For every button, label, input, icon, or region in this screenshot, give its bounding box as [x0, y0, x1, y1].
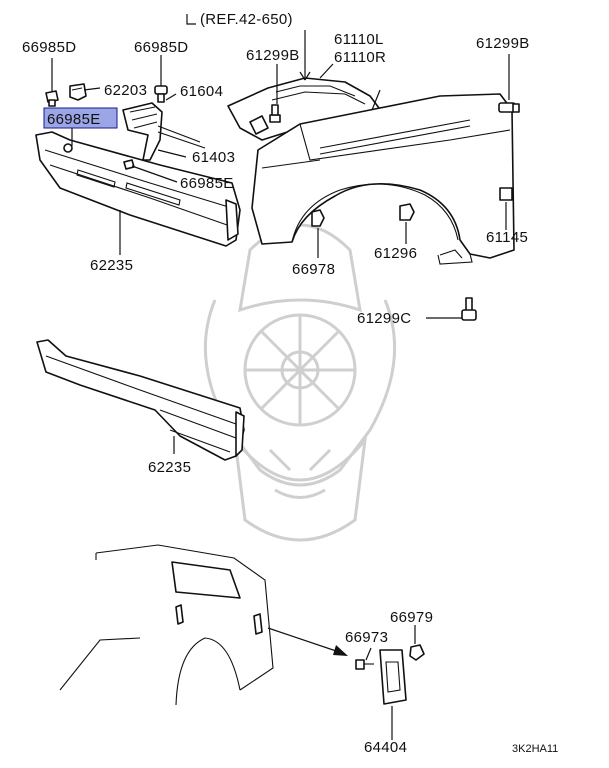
screw-66973 — [355, 659, 374, 670]
ref-label: (REF.42-650) — [200, 11, 293, 28]
arrow-to-64404 — [267, 627, 348, 656]
leader-lines — [51, 54, 510, 740]
label-66985E-highlighted: 66985E — [47, 111, 101, 128]
label-66985D: 66985D — [22, 39, 76, 56]
bolt-61299B-a — [269, 104, 281, 123]
clip-61145 — [499, 187, 513, 201]
highlight-66985E — [43, 107, 118, 129]
drawing-code: 3K2HA11 — [512, 743, 558, 755]
label-61299B-2: 61299B — [476, 35, 530, 52]
label-61110R: 61110R — [334, 49, 386, 66]
bolt-61299C — [461, 297, 477, 321]
watermark-emblem — [203, 223, 397, 542]
label-64404: 64404 — [364, 739, 407, 756]
bumper-62235-second — [36, 339, 245, 461]
label-66973: 66973 — [345, 629, 388, 646]
nut-66978 — [311, 209, 325, 227]
bolt-66985E-upper — [63, 143, 73, 153]
label-62235: 62235 — [90, 257, 133, 274]
ref-pointer — [186, 14, 311, 81]
label-61145: 61145 — [486, 229, 528, 246]
label-61299B: 61299B — [246, 47, 300, 64]
nut-61296 — [399, 203, 415, 221]
label-66978: 66978 — [292, 261, 335, 278]
bolt-66985D-2 — [154, 85, 168, 103]
label-66985E: 66985E — [180, 175, 234, 192]
front-bumper-62235 — [35, 131, 241, 247]
label-66979: 66979 — [390, 609, 433, 626]
label-61299C: 61299C — [357, 310, 411, 327]
bolt-61299B-b — [498, 102, 520, 113]
label-61604: 61604 — [180, 83, 223, 100]
label-62203: 62203 — [104, 82, 147, 99]
label-62235-second: 62235 — [148, 459, 191, 476]
clip-66979 — [409, 644, 425, 661]
bolt-66985E-lower — [123, 159, 135, 170]
label-61403: 61403 — [192, 149, 235, 166]
label-66985D-2: 66985D — [134, 39, 188, 56]
bolt-66985D — [45, 90, 59, 107]
label-61110L: 61110L — [334, 31, 384, 48]
bracket-61403 — [122, 102, 206, 161]
plate-64404 — [379, 649, 407, 705]
vehicle-rear-quarter — [59, 544, 274, 706]
label-61296: 61296 — [374, 245, 417, 262]
bracket-62203 — [69, 83, 87, 101]
fender-61110 — [227, 77, 515, 265]
